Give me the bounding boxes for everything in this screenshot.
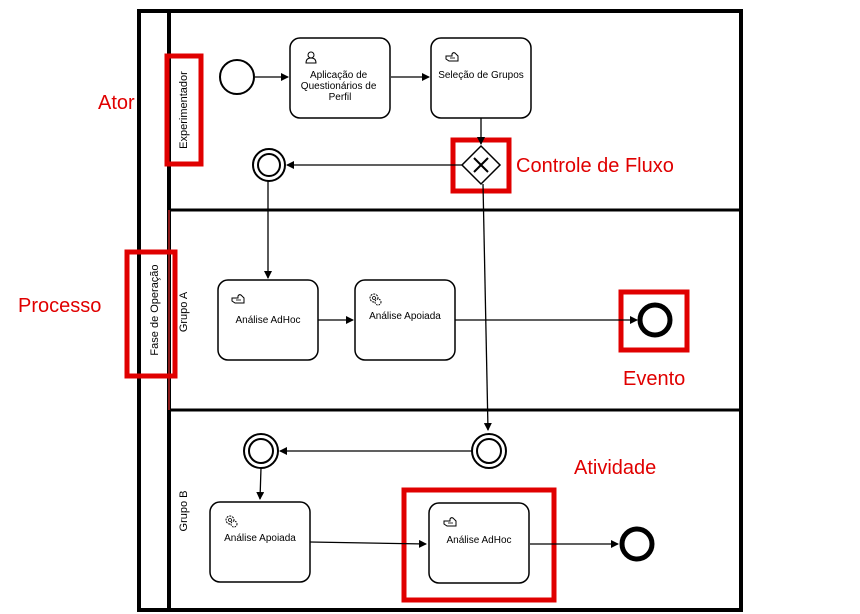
hand-icon: [231, 294, 245, 304]
task-b-adhoc-label: Análise AdHoc: [446, 535, 511, 546]
annotation-ator: Ator: [98, 92, 135, 114]
task-a-adhoc-label: Análise AdHoc: [235, 315, 300, 326]
gear-icon: [225, 515, 238, 528]
flow-b-apoiada-to-adhoc: [309, 539, 427, 548]
gear-icon: [369, 293, 382, 306]
task-b-analise-adhoc: [428, 502, 530, 584]
highlight-event: [618, 289, 690, 353]
annotation-controle: Controle de Fluxo: [516, 155, 674, 177]
task-b-apoiada-label: Análise Apoiada: [224, 533, 296, 544]
flow-intermediate-c-to-apoiada: [256, 467, 265, 500]
lane-label-grupo-a: Grupo A: [178, 291, 190, 332]
highlight-activity: [401, 487, 557, 603]
user-icon: [305, 51, 317, 64]
intermediate-event-b: [471, 433, 507, 469]
hand-icon: [443, 517, 457, 527]
lane-label-grupo-b: Grupo B: [178, 491, 190, 532]
end-event-a: [637, 302, 673, 338]
end-event-b: [619, 526, 655, 562]
highlight-actor: [164, 53, 204, 167]
task-a-apoiada-label: Análise Apoiada: [369, 311, 441, 322]
lane-label-experimentador: Experimentador: [178, 71, 190, 149]
intermediate-event-a: [252, 148, 286, 182]
annotation-processo: Processo: [18, 295, 101, 317]
task-aplicacao-label: Aplicação de Questionários de Perfil: [301, 70, 379, 103]
flow-gateway-to-intermediate-b: [482, 183, 492, 431]
task-selecao-label: Seleção de Grupos: [438, 70, 524, 81]
highlight-process: [124, 249, 178, 379]
task-aplicacao-questionarios: [289, 37, 391, 119]
lane-grupo-b: [167, 408, 743, 612]
pool-label: Fase de Operação: [149, 264, 161, 355]
annotation-atividade: Atividade: [574, 457, 656, 479]
intermediate-event-c: [243, 433, 279, 469]
annotation-evento: Evento: [623, 368, 685, 390]
exclusive-gateway: [460, 144, 502, 186]
hand-icon: [445, 52, 459, 62]
start-event: [219, 59, 255, 95]
